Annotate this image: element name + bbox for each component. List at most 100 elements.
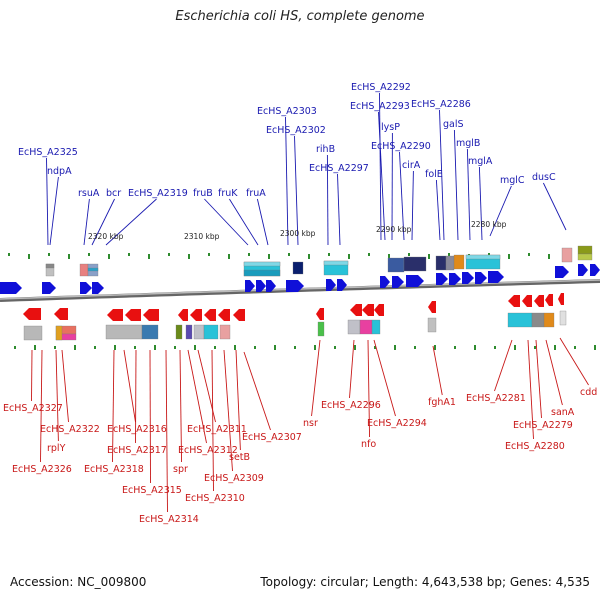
top-leader-line (411, 170, 414, 241)
bottom-gene-label: spr (173, 464, 188, 475)
feature-bar (387, 257, 405, 273)
tick-mark (394, 345, 396, 350)
bottom-gene-label: nfo (361, 439, 376, 450)
tick-mark (594, 345, 596, 350)
reverse-gene-arrow (190, 309, 202, 321)
tick-mark (454, 346, 456, 349)
kbp-label: 2320 kbp (88, 232, 124, 241)
reverse-gene-arrow (54, 308, 68, 320)
bottom-gene-label: EcHS_A2326 (12, 464, 72, 475)
tick-mark (388, 254, 390, 259)
top-gene-label: mglC (500, 175, 525, 186)
label-leaders (31, 92, 589, 513)
top-leader-line (83, 198, 90, 246)
top-leader-line (229, 198, 259, 246)
tick-mark (274, 345, 276, 350)
bottom-leader-line (494, 339, 513, 392)
top-gene-label: ndpA (47, 166, 72, 177)
bottom-gene-label: EcHS_A2281 (466, 393, 526, 404)
tick-mark (574, 346, 576, 349)
feature-bar (453, 254, 465, 270)
feature-bar (243, 261, 281, 267)
tick-mark (148, 254, 150, 259)
feature-bar (193, 324, 205, 340)
reverse-gene-arrow (362, 304, 374, 316)
reverse-gene-arrow (204, 309, 216, 321)
feature-bar (79, 263, 89, 277)
top-gene-label: EcHS_A2325 (18, 147, 78, 158)
feature-bar (243, 269, 281, 277)
forward-gene-arrow (380, 276, 390, 288)
bottom-gene-label: rplY (47, 443, 66, 454)
forward-gene-arrow (256, 280, 266, 292)
feature-bar (577, 253, 593, 261)
feature-bar (45, 263, 55, 269)
reverse-gene-arrow (178, 309, 188, 321)
tick-mark (174, 346, 176, 349)
tick-mark (314, 345, 316, 350)
forward-gene-arrow (392, 276, 404, 288)
tick-mark (408, 253, 410, 256)
top-leader-line (46, 157, 49, 246)
top-gene-label: mglA (468, 156, 493, 167)
feature-bar (175, 324, 183, 340)
top-leader-line (378, 111, 386, 241)
feature-bar (203, 324, 219, 340)
forward-gene-arrow (449, 273, 461, 285)
tick-mark (68, 254, 70, 259)
tick-mark (294, 346, 296, 349)
tick-mark (94, 346, 96, 349)
kbp-label: 2290 kbp (376, 225, 412, 234)
bottom-leader-line (135, 349, 137, 444)
top-gene-label: folE (425, 169, 443, 180)
kbp-label: 2280 kbp (471, 220, 507, 229)
bottom-leader-line (559, 337, 589, 386)
bottom-leader-line (223, 349, 233, 472)
tick-mark (88, 253, 90, 256)
top-leader-line (489, 185, 512, 237)
tick-mark (508, 254, 510, 259)
bottom-gene-label: EcHS_A2310 (185, 493, 245, 504)
forward-gene-arrow (555, 266, 569, 278)
top-leader-line (49, 176, 59, 246)
top-gene-label: fruB (193, 188, 213, 199)
tick-mark (214, 346, 216, 349)
top-gene-label: rsuA (78, 188, 100, 199)
bottom-leader-line (373, 339, 396, 417)
tick-mark (554, 345, 556, 350)
feature-bar (219, 324, 231, 340)
feature-bar (323, 260, 349, 266)
tick-mark (528, 253, 530, 256)
bottom-gene-label: fghA1 (428, 397, 456, 408)
bottom-leader-line (211, 349, 214, 492)
tick-mark (428, 254, 430, 259)
top-gene-label: EcHS_A2297 (309, 163, 369, 174)
tick-mark (354, 345, 356, 350)
tick-mark (128, 253, 130, 256)
tick-mark (8, 253, 10, 256)
top-leader-line (91, 198, 115, 246)
top-leader-line (399, 151, 405, 241)
top-gene-label: EcHS_A2286 (411, 99, 471, 110)
top-gene-label: EcHS_A2302 (266, 125, 326, 136)
bottom-leader-line (149, 349, 151, 484)
bottom-leader-line (55, 349, 59, 442)
reverse-gene-arrow (508, 295, 520, 307)
bottom-leader-line (535, 339, 542, 419)
tick-mark (334, 346, 336, 349)
top-gene-label: EcHS_A2292 (351, 82, 411, 93)
bottom-leader-line (243, 351, 271, 431)
bottom-leader-line (179, 349, 182, 463)
top-gene-label: EcHS_A2319 (128, 188, 188, 199)
feature-bar (465, 254, 501, 260)
bottom-gene-label: EcHS_A2322 (40, 424, 100, 435)
feature-bar (445, 255, 455, 271)
tick-mark (154, 345, 156, 350)
top-leader-line (285, 116, 289, 246)
feature-bar (403, 256, 427, 272)
tick-mark (188, 254, 190, 259)
top-leader-line (294, 135, 299, 246)
tick-mark (534, 346, 536, 349)
tick-mark (48, 253, 50, 256)
